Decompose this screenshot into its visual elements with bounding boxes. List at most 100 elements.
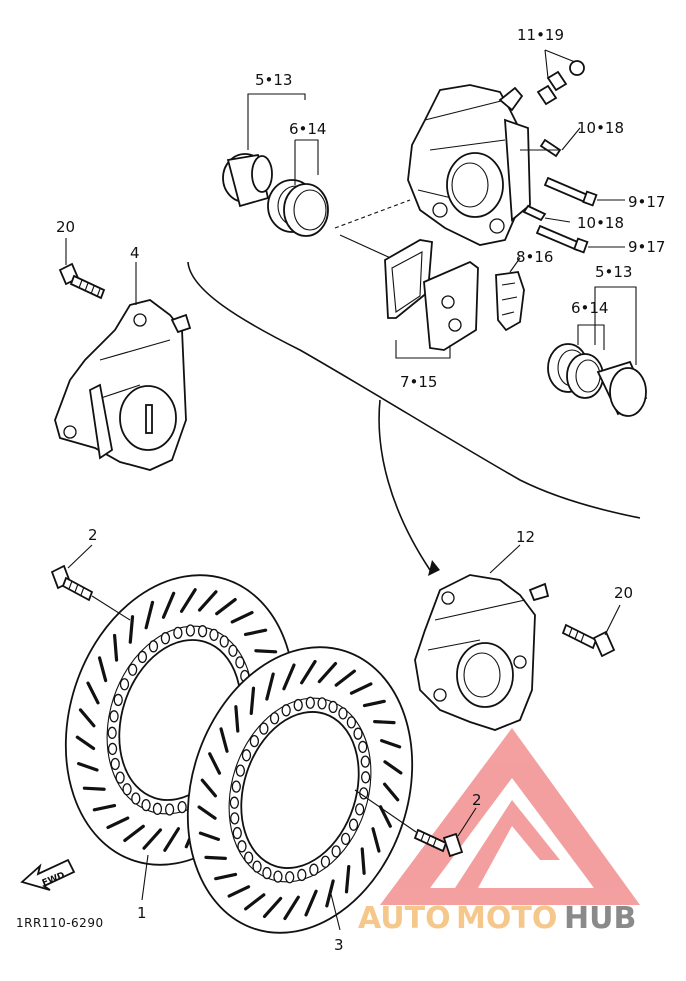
disc-slot: [97, 656, 108, 683]
label-part-3: 3: [334, 936, 344, 954]
disc-hole: [237, 840, 247, 853]
disc-slot: [113, 633, 119, 662]
diagram-code: 1RR110-6290: [16, 916, 104, 930]
disc-hole: [348, 818, 359, 831]
caliper-assembly-top: [407, 84, 531, 246]
disc-slot: [243, 628, 268, 637]
label-part-8-16: 8•16: [516, 248, 553, 266]
disc-hole: [209, 628, 219, 642]
brake-disc-3: [186, 646, 414, 934]
disc-hole: [148, 640, 159, 653]
disc-slot: [283, 895, 300, 921]
disc-slot: [317, 661, 338, 684]
disc-hole: [109, 710, 119, 723]
disc-slot: [86, 681, 100, 705]
disc-hole: [110, 757, 120, 771]
disc-hole: [241, 749, 252, 762]
disc-hole: [115, 771, 125, 784]
disc-slot: [75, 735, 96, 751]
disc-slot: [262, 896, 283, 919]
disc-slot: [230, 610, 254, 624]
disc-hole: [340, 832, 351, 846]
disc-slot: [179, 588, 197, 613]
leader-lines: [334, 149, 560, 261]
disc-slot: [197, 805, 217, 820]
label-part-7-15: 7•15: [400, 373, 437, 391]
label-part-12: 12: [516, 528, 535, 546]
label-part-1: 1: [137, 904, 147, 922]
disc-hole: [320, 855, 331, 868]
disc-slot: [265, 672, 275, 701]
label-part-5-13-top: 5•13: [255, 71, 292, 89]
assembly-arrow: [378, 399, 431, 571]
disc-slot: [344, 865, 351, 894]
disc-slot: [383, 782, 400, 802]
disc-slot: [161, 591, 176, 619]
disc-slot: [244, 893, 266, 911]
disc-hole: [360, 771, 371, 784]
disc-slot: [249, 686, 256, 715]
disc-hole: [160, 632, 171, 645]
disc-hole: [119, 678, 130, 691]
disc-slot: [360, 847, 366, 875]
disc-slot: [163, 827, 181, 852]
disc-slot: [362, 699, 386, 708]
disc-hole: [235, 764, 245, 777]
fwd-arrow-icon: FWD: [20, 858, 76, 891]
disc-slot: [334, 669, 356, 687]
disc-hole: [305, 696, 315, 709]
disc-hole: [131, 792, 141, 805]
disc-hole: [231, 780, 241, 793]
disc-hole: [249, 734, 260, 748]
disc-hole: [273, 870, 283, 883]
brake-pads: [384, 239, 479, 359]
disc-hole: [219, 635, 229, 648]
disc-slot: [234, 705, 240, 733]
disc-hole: [317, 697, 327, 710]
disc-hole: [127, 663, 138, 676]
svg-text:MOTO: MOTO: [456, 901, 557, 936]
disc-hole: [309, 863, 319, 876]
disc-slot: [304, 889, 318, 917]
disc-slot: [123, 824, 145, 843]
disc-slot: [373, 719, 396, 725]
disc-slot: [214, 872, 238, 881]
disc-slot: [200, 778, 217, 798]
disc-hole: [293, 698, 303, 712]
disc-hole: [252, 860, 262, 873]
disc-hole: [281, 704, 291, 717]
disc-slot: [254, 649, 278, 654]
disc-slot: [215, 597, 237, 616]
disc-hole: [197, 625, 208, 638]
disc-hole: [328, 700, 338, 714]
disc-slot: [208, 752, 222, 775]
disc-slot: [82, 786, 106, 791]
label-part-6-14-top: 6•14: [289, 120, 326, 138]
pin-bolts-top: [522, 127, 625, 254]
disc-hole: [113, 693, 123, 707]
piston-seal-set-right: [547, 286, 648, 417]
disc-hole: [285, 871, 295, 884]
disc-slot: [219, 727, 229, 753]
disc-slot: [144, 600, 155, 630]
disc-hole: [107, 726, 117, 739]
bolt-2-left: [50, 544, 131, 621]
disc-hole: [346, 716, 357, 729]
disc-hole: [331, 845, 341, 858]
disc-hole: [122, 783, 132, 796]
disc-slot: [383, 760, 403, 775]
disc-slot: [378, 805, 392, 828]
disc-slot: [379, 739, 402, 749]
disc-slot: [142, 828, 163, 850]
disc-hole: [297, 868, 307, 882]
disc-slot: [325, 879, 335, 908]
disc-slot: [371, 827, 381, 853]
svg-text:AUTO: AUTO: [358, 901, 451, 936]
svg-text:HUB: HUB: [564, 901, 636, 936]
disc-slot: [349, 682, 373, 695]
disc-hole: [355, 803, 365, 816]
disc-hole: [262, 866, 272, 880]
disc-hole: [141, 798, 151, 812]
assembly-arrow-head: [428, 560, 440, 576]
